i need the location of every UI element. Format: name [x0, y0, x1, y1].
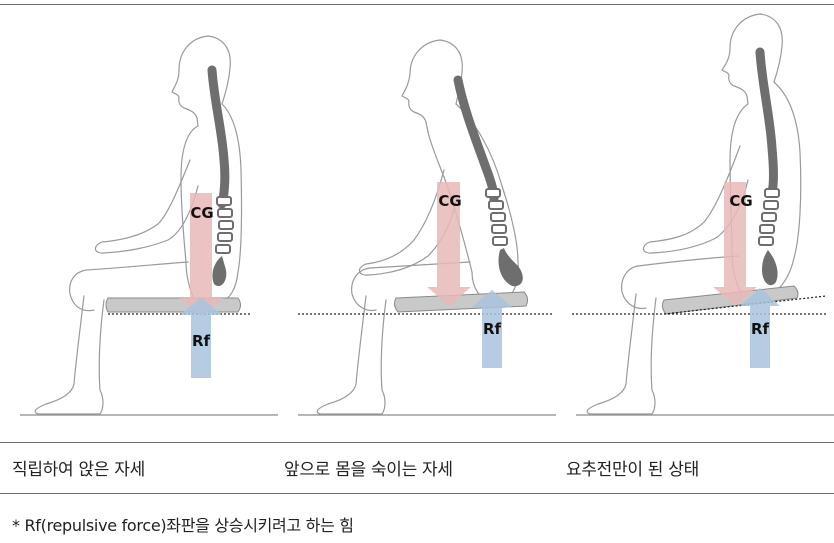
- rf-label: Rf: [751, 320, 770, 338]
- rf-label: Rf: [192, 332, 211, 350]
- caption-upright: 직립하여 앉은 자세: [12, 455, 145, 480]
- rf-label: Rf: [483, 320, 502, 338]
- cg-label: CG: [190, 204, 213, 222]
- cg-label: CG: [729, 192, 752, 210]
- caption-top-rule: [0, 442, 834, 443]
- cg-label: CG: [438, 192, 461, 210]
- footnote: * Rf(repulsive force)좌판을 상승시키려고 하는 힘: [12, 512, 354, 536]
- caption-lean-forward: 앞으로 몸을 숙이는 자세: [284, 455, 453, 480]
- caption-bottom-rule: [0, 493, 834, 494]
- spine: [759, 52, 779, 285]
- caption-lumbar-anterior: 요추전만이 된 상태: [566, 455, 699, 480]
- panel-lumbar-anterior: CG Rf: [572, 14, 834, 415]
- panel-upright: CG Rf: [20, 36, 278, 415]
- panel-lean-forward: CG Rf: [298, 40, 556, 415]
